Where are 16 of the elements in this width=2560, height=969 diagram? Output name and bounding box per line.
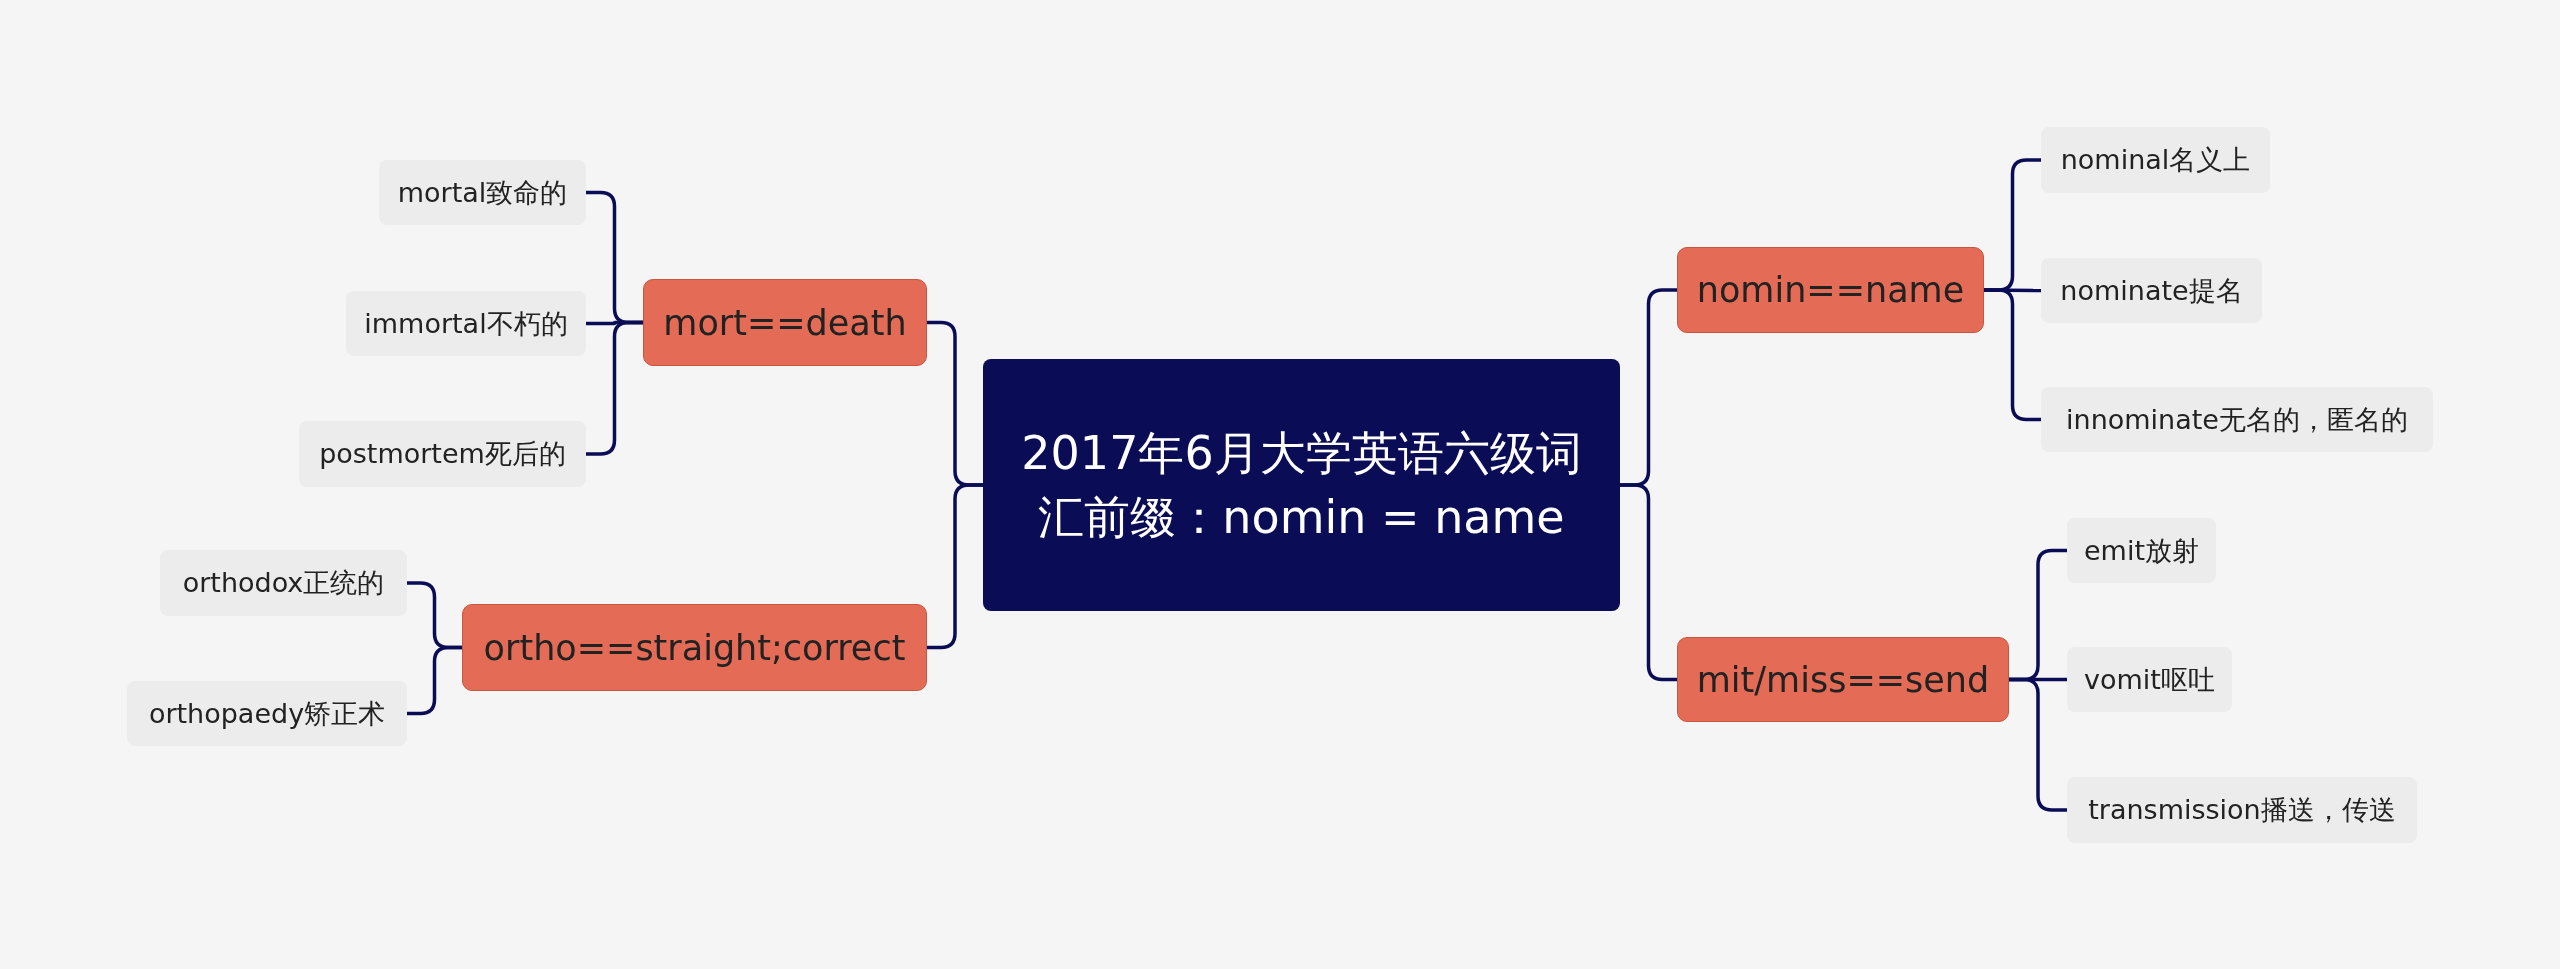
subtopic-box: mortal致命的: [379, 160, 586, 225]
central-topic-box: 2017年6月大学英语六级词汇前缀：nomin = name: [983, 359, 1620, 611]
subtopic-box: orthopaedy矫正术: [127, 681, 407, 746]
subtopic-box: innominate无名的，匿名的: [2041, 387, 2433, 452]
subtopic-box: emit放射: [2067, 518, 2216, 583]
topic-box: mort==death: [643, 279, 927, 366]
subtopic-box: vomit呕吐: [2067, 647, 2232, 712]
subtopic-box: immortal不朽的: [346, 291, 586, 356]
subtopic-box: transmission播送，传送: [2067, 777, 2417, 843]
topic-box: mit/miss==send: [1677, 637, 2009, 722]
subtopic-box: postmortem死后的: [299, 421, 586, 487]
topic-box: nomin==name: [1677, 247, 1984, 333]
topic-box: ortho==straight;correct: [462, 604, 927, 691]
subtopic-box: nominate提名: [2041, 258, 2262, 323]
subtopic-box: nominal名义上: [2041, 127, 2270, 193]
subtopic-box: orthodox正统的: [160, 550, 407, 616]
